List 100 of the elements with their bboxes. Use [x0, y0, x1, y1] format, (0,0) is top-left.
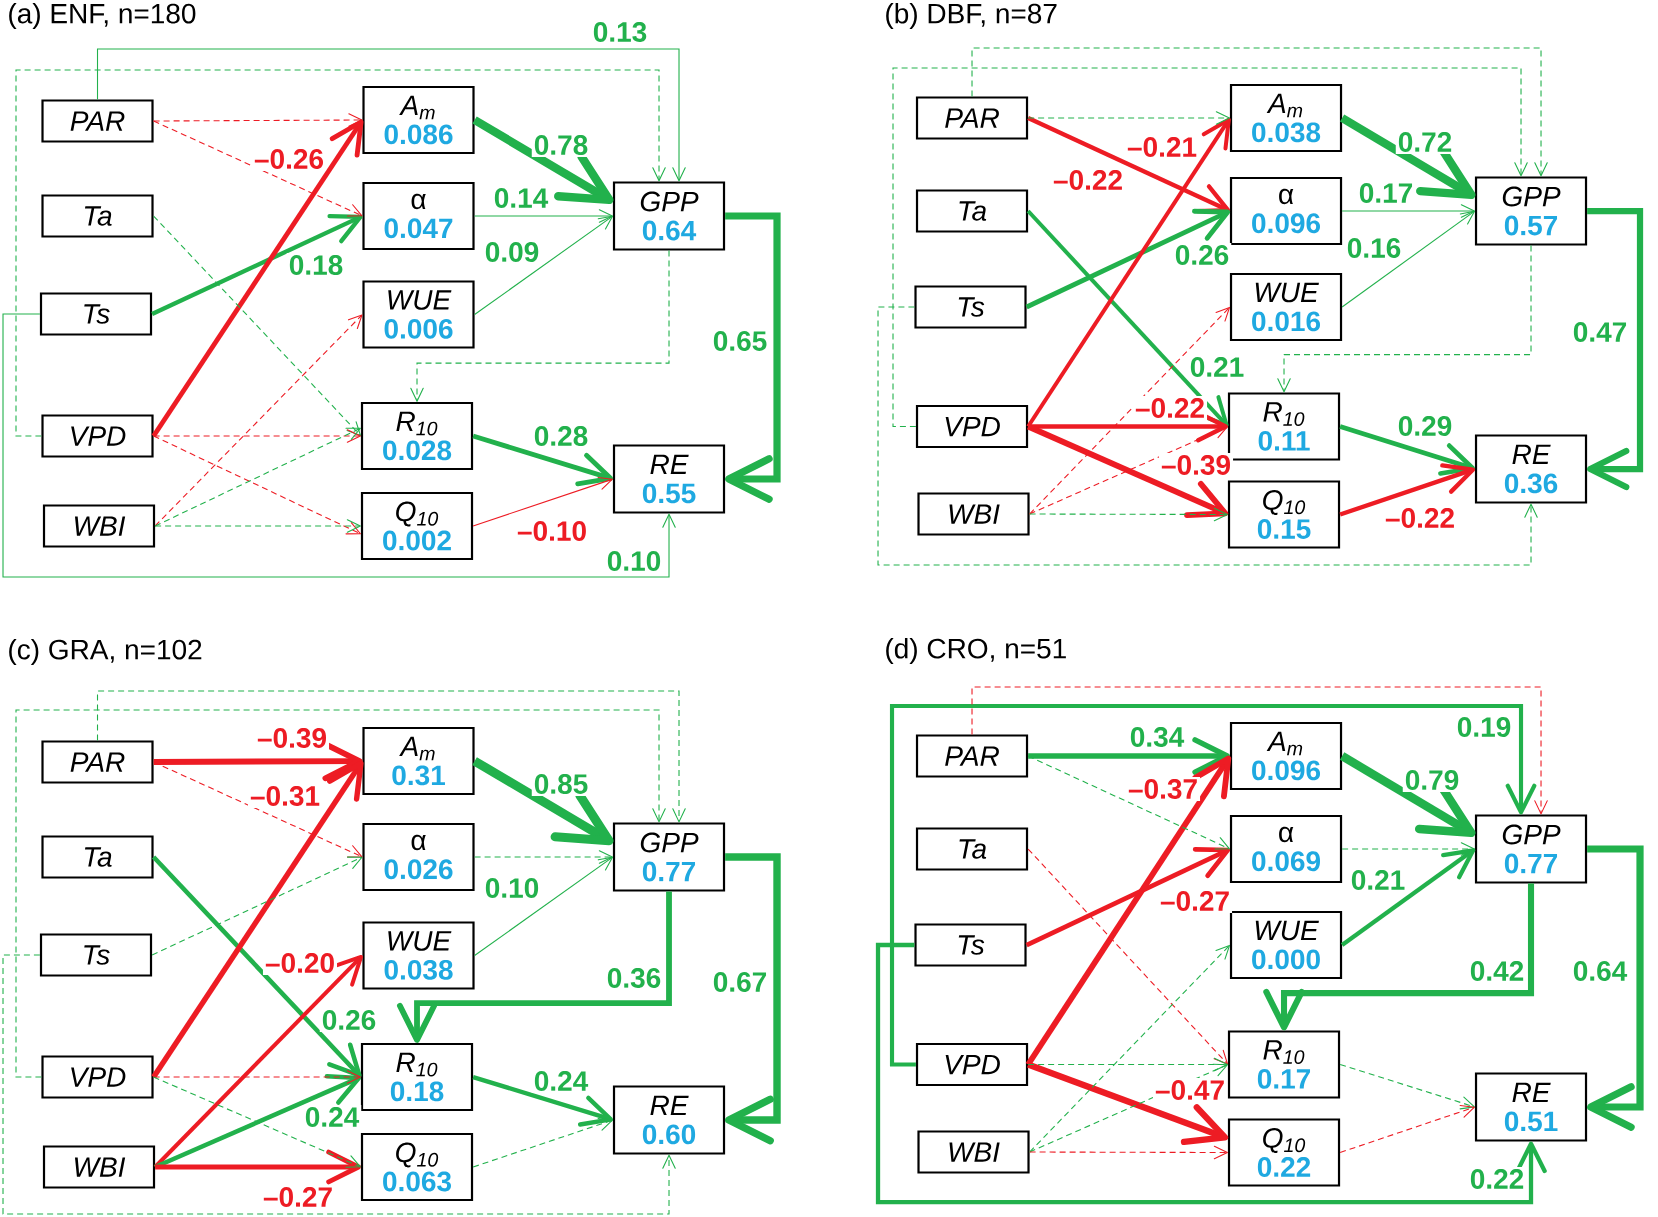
arrow: [474, 215, 613, 316]
variable-box: VPD: [41, 414, 154, 458]
variable-box: RE 0.55: [612, 444, 726, 514]
arrow: [1340, 848, 1476, 947]
variable-box: GPP 0.77: [612, 822, 726, 892]
arrow: [1339, 752, 1476, 838]
arrow: [1341, 204, 1475, 218]
dashed-arrow: [15, 69, 666, 437]
dashed-arrow: [153, 761, 363, 858]
variable-box: Ta: [915, 827, 1029, 871]
variable-box: α 0.026: [362, 822, 475, 892]
dashed-arrow: [153, 215, 362, 437]
dashed-arrow: [151, 856, 363, 956]
edge-label: –0.26: [252, 147, 327, 171]
dashed-arrow: [2, 954, 676, 1215]
dashed-arrow: [154, 314, 363, 527]
arrow: [889, 703, 1537, 1067]
dashed-arrow: [474, 850, 613, 864]
edge-label: 0.24: [531, 1069, 591, 1093]
arrow: [474, 209, 613, 223]
dashed-arrow: [1029, 1145, 1228, 1160]
dashed-arrow: [1029, 306, 1231, 515]
variable-box: VPD: [915, 404, 1029, 449]
edge-label: –0.10: [515, 519, 590, 543]
dashed-arrow: [153, 435, 361, 535]
dashed-arrow: [1027, 1057, 1228, 1072]
variable-box: A$_{m}$ 0.038: [1229, 83, 1343, 153]
dashed-arrow: [154, 519, 361, 533]
edge-label: 0.34: [1127, 725, 1187, 749]
variable-box: A$_{m}$ 0.096: [1229, 721, 1343, 791]
dashed-arrow: [892, 67, 1528, 428]
edge-label: –0.47: [1153, 1078, 1228, 1102]
variable-box: RE 0.36: [1474, 434, 1588, 504]
dashed-arrow: [1339, 1104, 1475, 1154]
arrow: [1025, 846, 1231, 948]
variable-box: R$_{10}$ 0.18: [360, 1042, 474, 1112]
variable-box: R$_{10}$ 0.17: [1227, 1030, 1341, 1099]
arrow: [474, 856, 613, 957]
variable-box: WBI: [42, 504, 156, 548]
variable-box: GPP 0.57: [1474, 176, 1588, 246]
arrow: [1339, 463, 1476, 517]
edge-label: –0.31: [247, 784, 323, 808]
variable-box: α 0.047: [362, 181, 475, 251]
edge-label: 0.10: [604, 549, 664, 573]
arrow: [1025, 755, 1232, 1067]
variable-box: Ta: [41, 835, 154, 879]
arrow: [1339, 114, 1476, 200]
variable-box: VPD: [915, 1042, 1029, 1087]
edge-label: 0.24: [302, 1105, 362, 1129]
dashed-arrow: [1339, 1063, 1475, 1110]
arrow: [151, 119, 364, 438]
variable-box: WBI: [917, 492, 1030, 536]
arrow: [472, 1074, 613, 1127]
edge-label: 0.64: [1570, 959, 1630, 983]
edge-label: –0.39: [1159, 453, 1234, 477]
variable-box: Ta: [915, 189, 1029, 233]
edge-label: 0.26: [319, 1008, 379, 1032]
variable-box: GPP 0.77: [1474, 814, 1588, 884]
arrow: [1025, 208, 1231, 310]
variable-box: Q$_{10}$ 0.002: [360, 491, 474, 561]
edge-label: 0.17: [1356, 181, 1416, 205]
variable-box: GPP 0.64: [612, 181, 726, 251]
edge-label: –0.20: [262, 951, 338, 975]
panel-title: (c) GRA, n=102: [9, 638, 202, 666]
variable-box: WUE 0.016: [1229, 272, 1343, 342]
edge-label: 0.47: [1570, 320, 1630, 344]
arrow: [153, 741, 363, 782]
variable-box: PAR: [915, 734, 1029, 778]
variable-box: Q$_{10}$ 0.22: [1227, 1118, 1341, 1187]
arrow: [151, 760, 364, 1079]
variable-box: Ts: [39, 933, 153, 977]
dashed-arrow: [1027, 755, 1230, 850]
variable-box: WUE 0.006: [362, 280, 475, 349]
dashed-arrow: [153, 113, 363, 127]
edge-label: 0.10: [482, 876, 542, 900]
variable-box: VPD: [41, 1055, 154, 1099]
arrow: [1341, 210, 1475, 308]
edge-label: –0.22: [1051, 168, 1126, 192]
dashed-arrow: [971, 47, 1548, 177]
variable-box: RE 0.60: [612, 1085, 726, 1155]
dashed-arrow: [472, 1117, 613, 1168]
edge-label: 0.16: [1344, 236, 1404, 260]
panel-title: (d) CRO, n=51: [886, 637, 1066, 665]
variable-box: α 0.096: [1229, 176, 1343, 246]
arrow: [472, 433, 613, 487]
dashed-arrow: [1027, 848, 1229, 1065]
dashed-arrow: [96, 690, 686, 823]
edge-label: 0.21: [1187, 355, 1247, 379]
edge-label: –0.39: [254, 726, 330, 750]
dashed-arrow: [15, 709, 666, 1078]
variable-box: Q$_{10}$ 0.15: [1227, 480, 1341, 549]
dashed-arrow: [154, 427, 361, 527]
edge-label: 0.14: [491, 186, 551, 210]
variable-box: A$_{m}$ 0.31: [362, 726, 475, 796]
edge-label: 0.72: [1395, 130, 1455, 154]
arrow: [1026, 209, 1229, 428]
variable-box: Q$_{10}$ 0.063: [360, 1132, 474, 1202]
variable-box: WUE 0.038: [362, 921, 475, 990]
variable-box: α 0.069: [1229, 814, 1343, 884]
variable-box: PAR: [41, 740, 154, 784]
